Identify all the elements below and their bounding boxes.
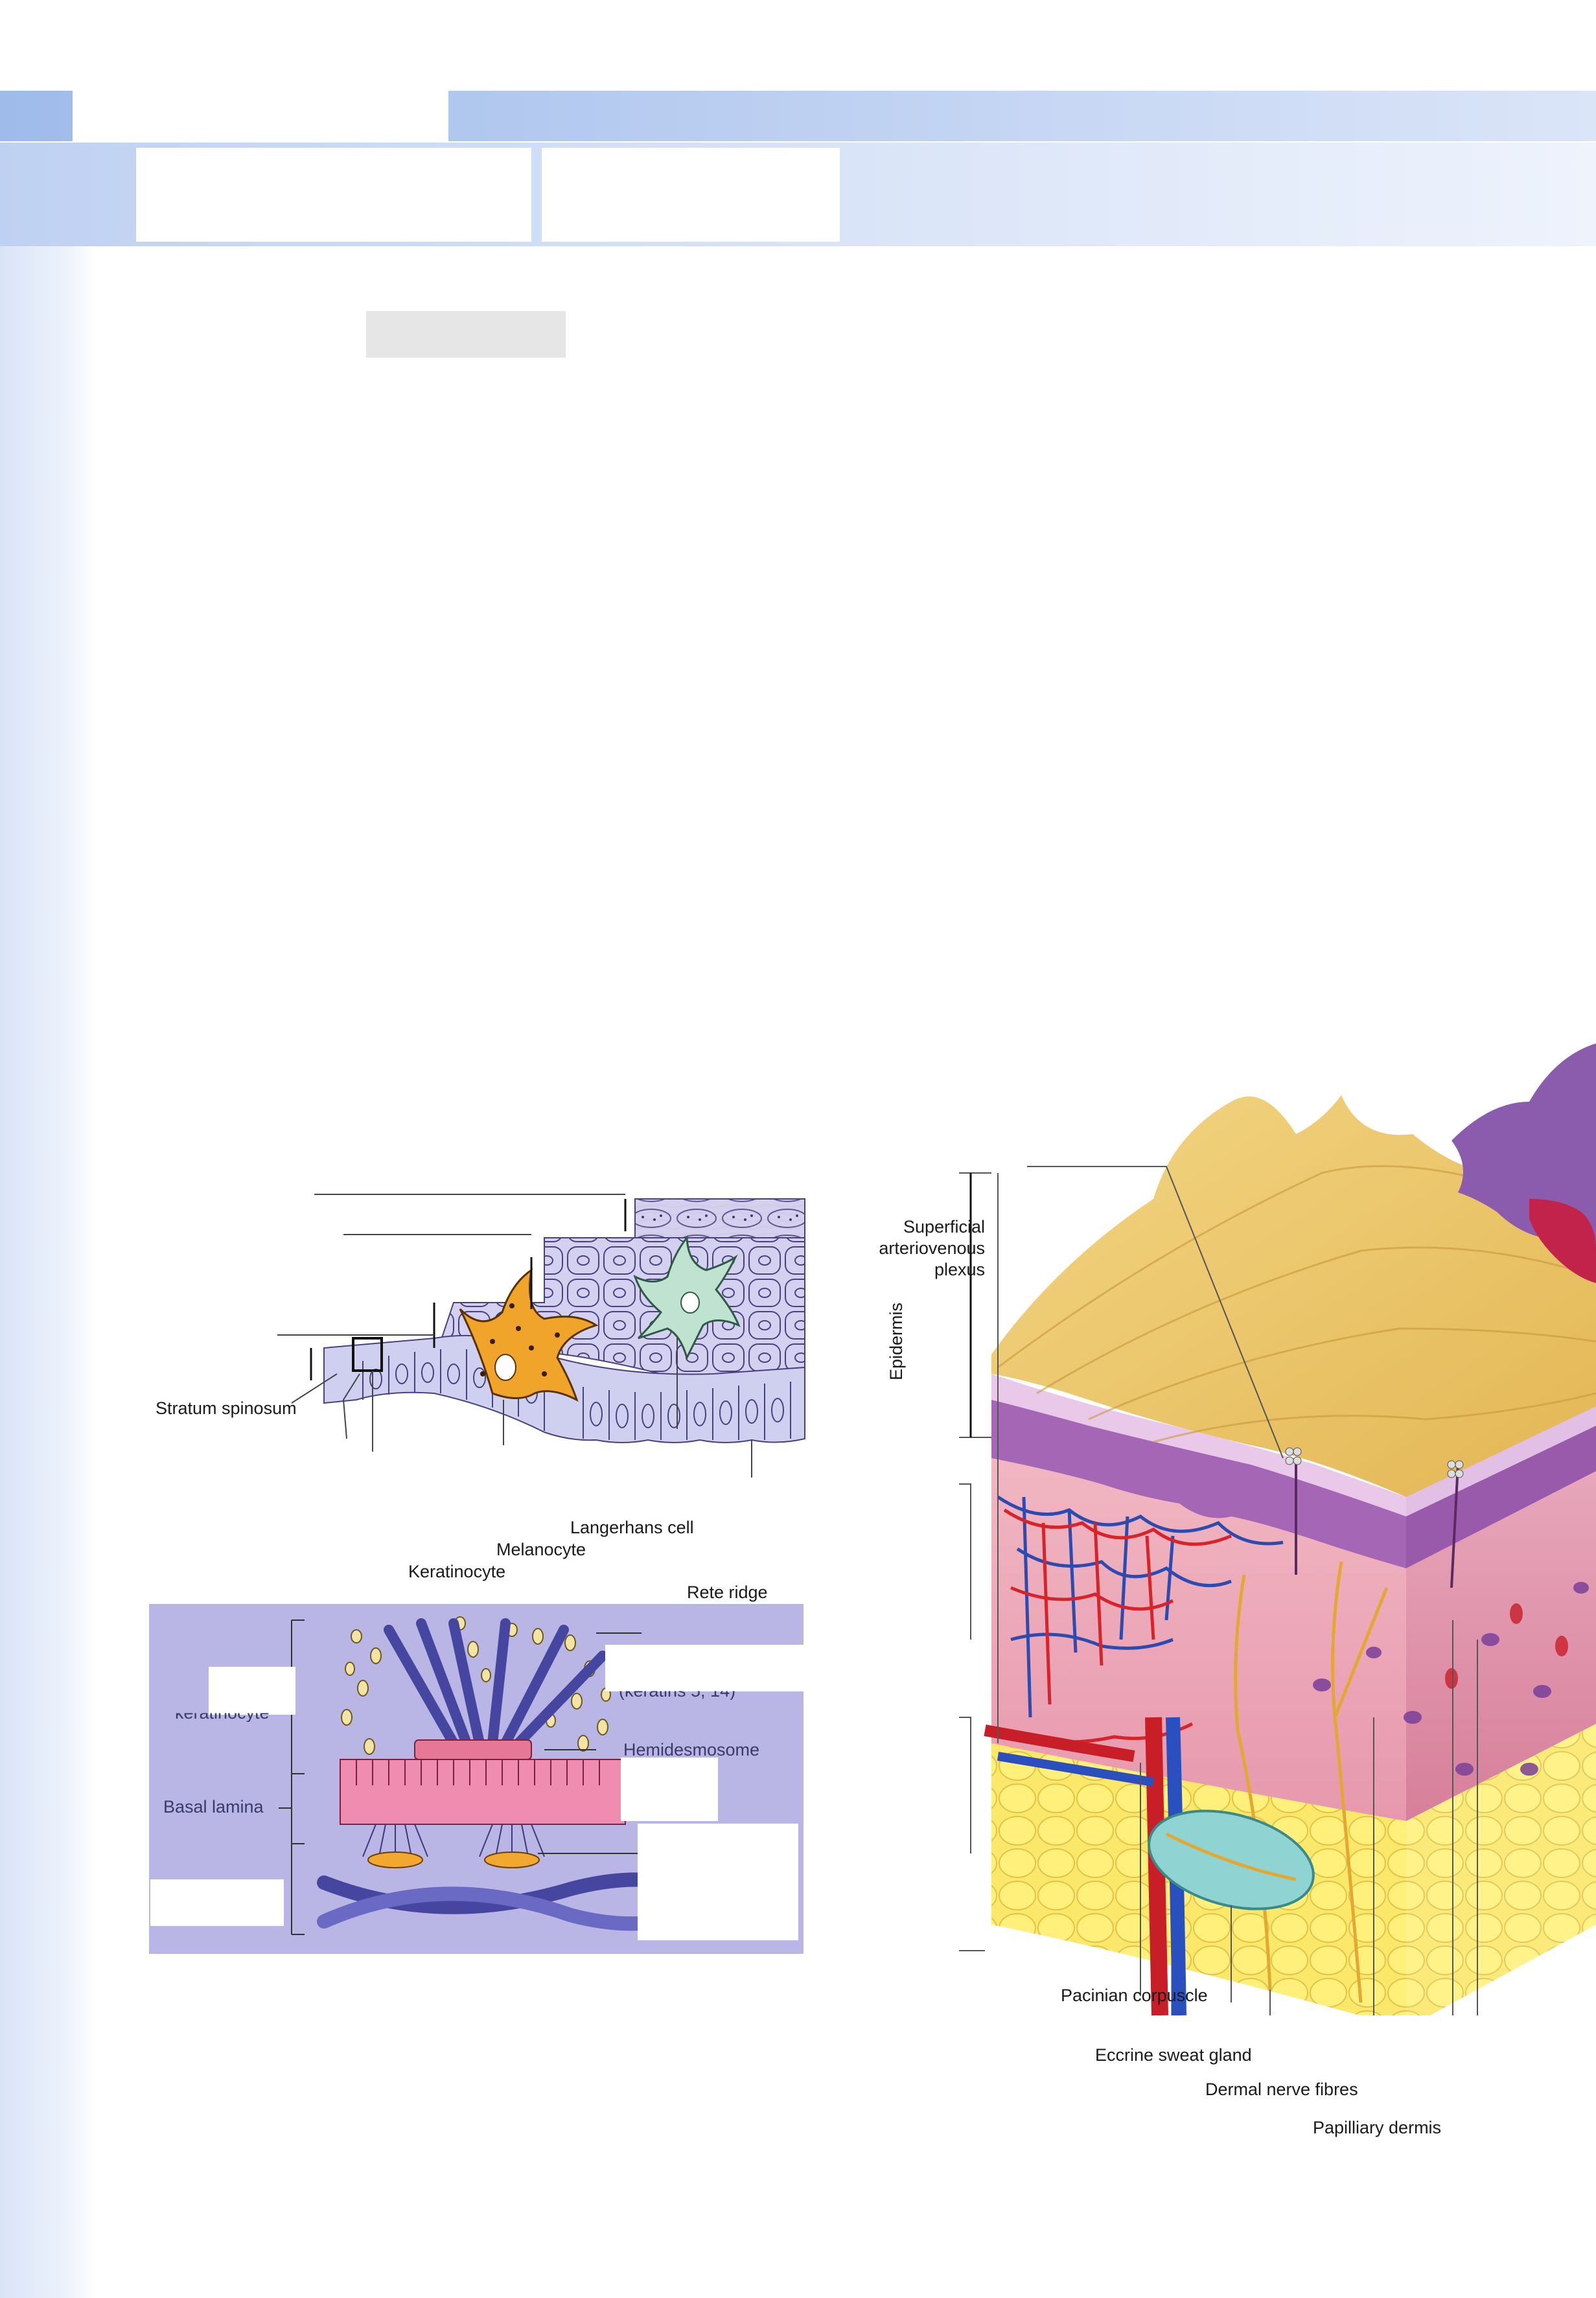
label-keratinocyte-partial: keratinocyte xyxy=(175,1713,270,1723)
inset-cover-box-1 xyxy=(209,1667,295,1715)
label-pacinian-corpuscle: Pacinian corpuscle xyxy=(1061,1986,1208,2005)
label-superficial-plexus-line3: plexus xyxy=(934,1260,985,1279)
header-title-white-box xyxy=(111,86,448,143)
label-basal-lamina: Basal lamina xyxy=(163,1797,264,1816)
label-hemidesmosome: Hemidesmosome xyxy=(623,1740,760,1759)
label-dermal-nerve-fibres: Dermal nerve fibres xyxy=(1205,2080,1358,2099)
inset-cover-box-3 xyxy=(621,1758,718,1821)
label-eccrine-sweat-gland: Eccrine sweat gland xyxy=(1095,2045,1252,2065)
inset-cover-box-2 xyxy=(605,1645,805,1691)
label-superficial-plexus-line2: arteriovenous xyxy=(879,1238,985,1258)
label-rete-ridge: Rete ridge xyxy=(687,1583,768,1602)
epidermis-layers-diagram xyxy=(277,1194,805,1478)
left-sidebar xyxy=(0,246,97,2298)
skin-block-illustration xyxy=(959,1043,1596,2015)
label-keratinocyte: Keratinocyte xyxy=(408,1562,506,1581)
label-papillary-dermis: Papilliary dermis xyxy=(1313,2118,1442,2137)
label-superficial-plexus-line1: Superficial xyxy=(903,1217,985,1236)
label-melanocyte: Melanocyte xyxy=(496,1540,586,1559)
header-tab-white xyxy=(73,86,113,143)
label-langerhans-cell: Langerhans cell xyxy=(570,1518,694,1537)
inset-cover-box-4 xyxy=(638,1824,798,1940)
inset-cover-box-5 xyxy=(150,1879,284,1926)
label-stratum-spinosum: Stratum spinosum xyxy=(156,1399,297,1418)
label-keratins: (keratins 5, 14) xyxy=(619,1691,735,1700)
label-epidermis: Epidermis xyxy=(886,1302,906,1380)
section-label-box xyxy=(366,311,566,358)
header-subtitle-box-2 xyxy=(542,148,840,242)
header-subtitle-box-1 xyxy=(136,148,531,242)
